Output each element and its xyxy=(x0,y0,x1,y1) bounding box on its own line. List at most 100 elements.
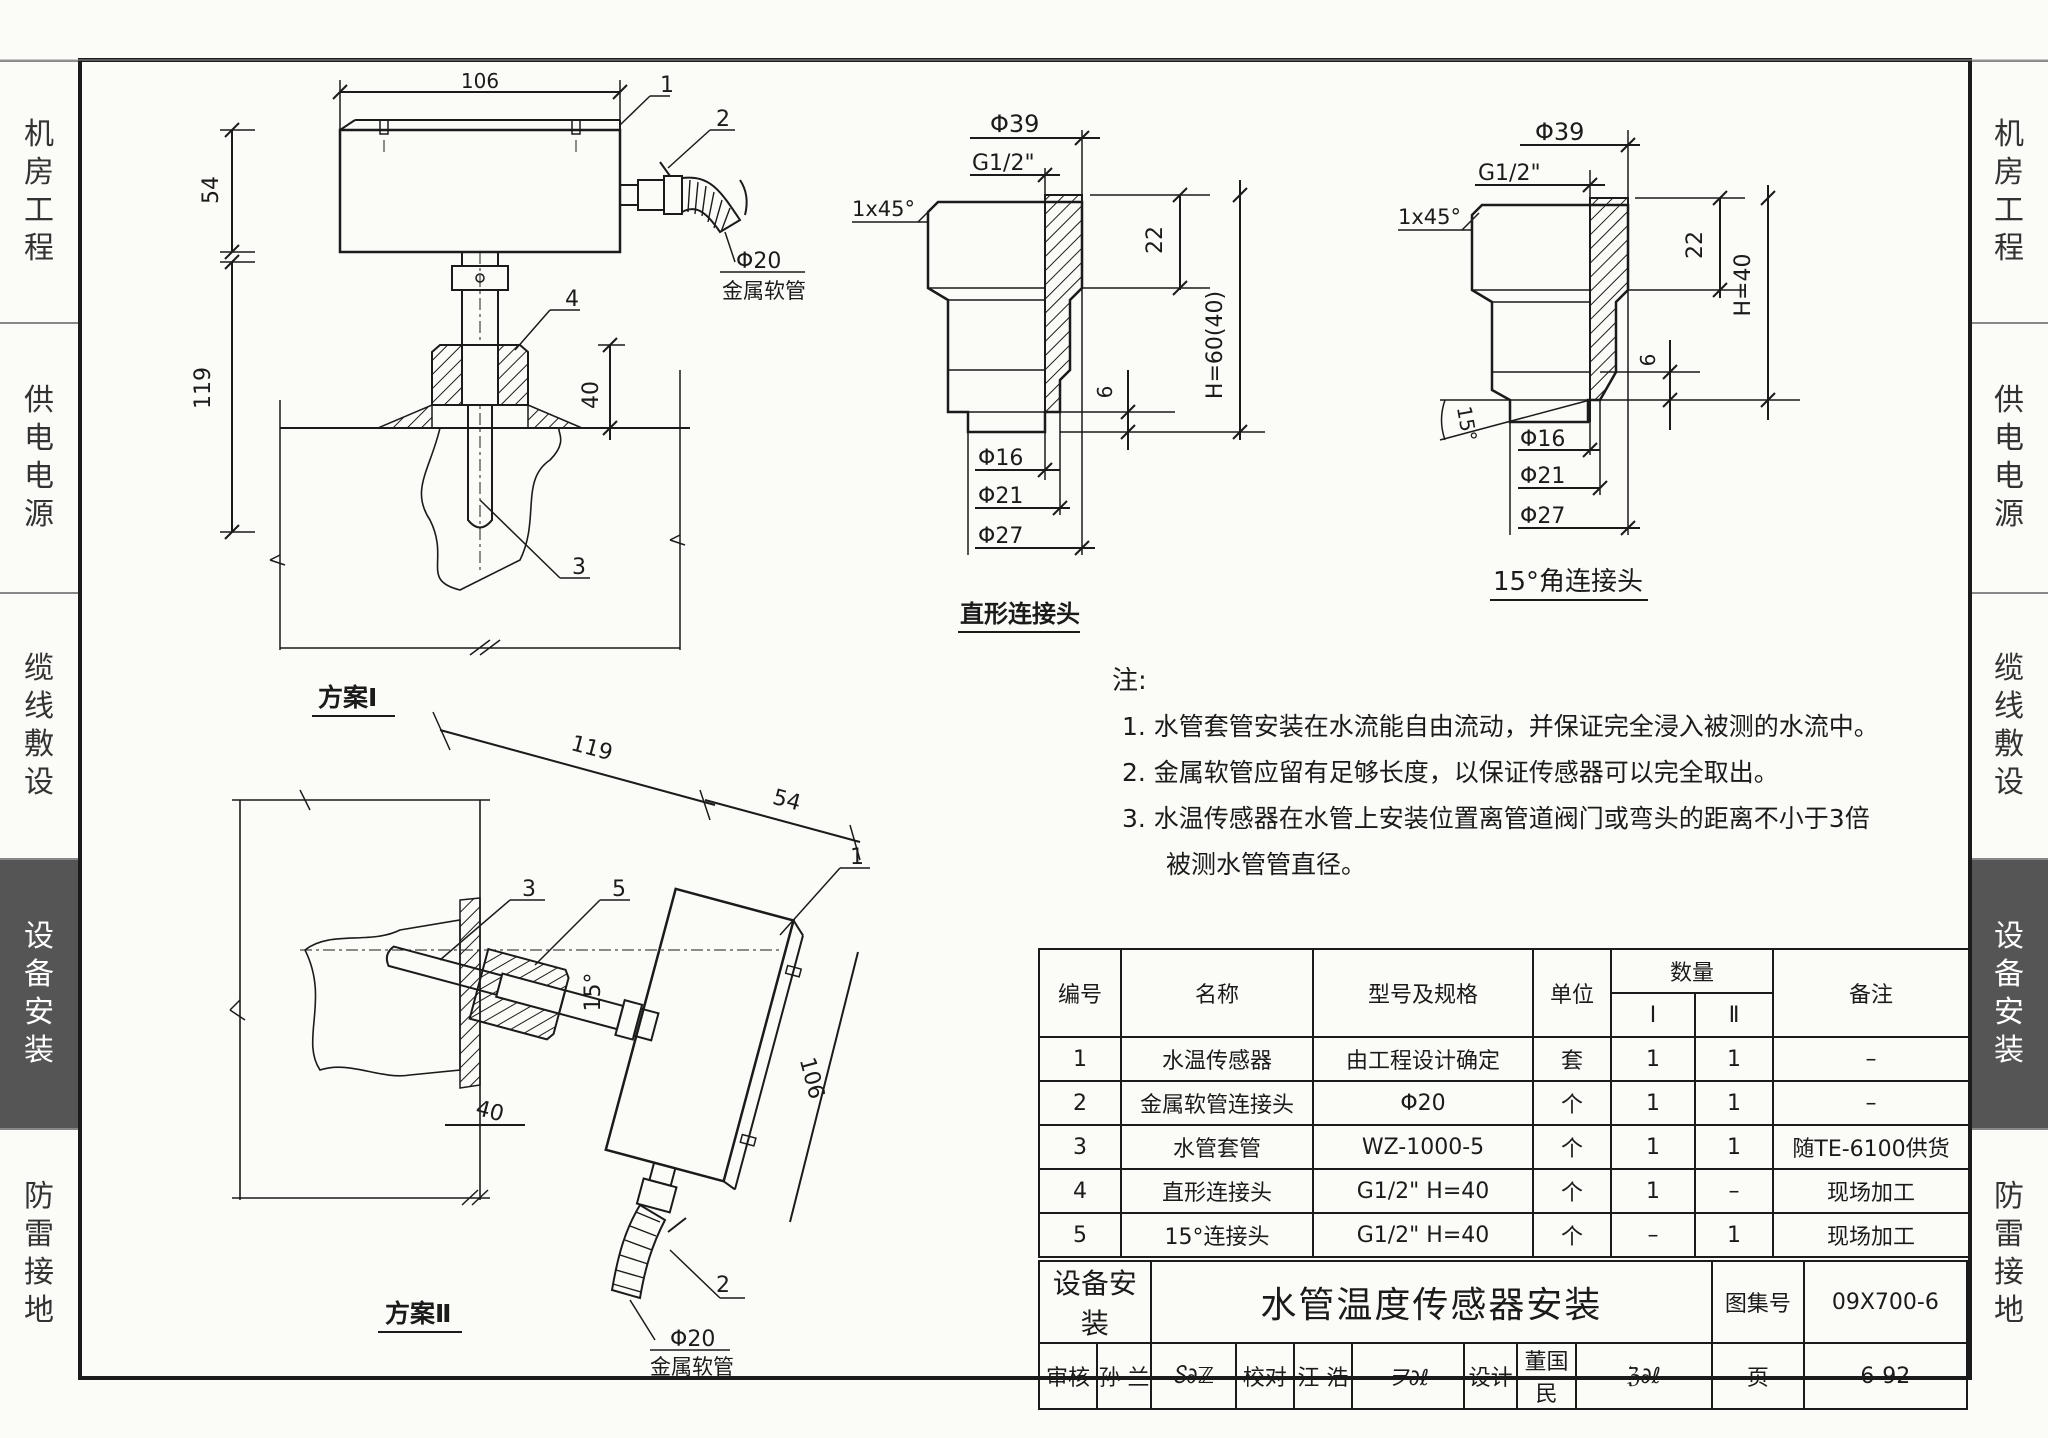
cell-q2: – xyxy=(1693,1168,1775,1214)
cell-remark: – xyxy=(1772,1080,1971,1126)
tb-page-label: 页 xyxy=(1711,1342,1805,1410)
scheme-2-drawing: 119 54 106 40 15° 3 5 1 2 Φ20 金属软管 方案Ⅱ xyxy=(229,711,870,1379)
sc-d21: Φ21 xyxy=(978,484,1023,509)
side-tab-char: 敷 xyxy=(24,727,54,762)
dim-54-s2: 54 xyxy=(770,785,804,816)
notes-title: 注: xyxy=(1112,666,1147,696)
side-tab-right-5[interactable]: 防雷接地 xyxy=(1970,1128,2048,1378)
cell-name: 水温传感器 xyxy=(1120,1036,1314,1082)
side-tab-left-2[interactable]: 供电电源 xyxy=(0,322,78,592)
cell-unit: 个 xyxy=(1532,1124,1612,1170)
dim-106: 106 xyxy=(461,69,499,93)
scheme-2-caption: 方案Ⅱ xyxy=(385,1299,451,1328)
tb-reviewer-signature: Ⴝ∂ℤ xyxy=(1149,1342,1237,1410)
cell-no: 2 xyxy=(1038,1080,1122,1126)
sc-d16: Φ16 xyxy=(978,446,1023,471)
side-tab-char: 设 xyxy=(1994,765,2024,800)
ac-h-step: 6 xyxy=(1636,354,1660,367)
tb-designer: 董国民 xyxy=(1516,1342,1577,1410)
side-tab-char: 电 xyxy=(24,459,54,494)
cell-spec: WZ-1000-5 xyxy=(1312,1124,1534,1170)
side-tab-char: 供 xyxy=(1994,383,2024,418)
side-tab-char: 地 xyxy=(24,1293,54,1328)
side-tab-left-1[interactable]: 机房工程 xyxy=(0,60,78,322)
cell-spec: 由工程设计确定 xyxy=(1312,1036,1534,1082)
callout-2-s2: 2 xyxy=(716,1273,730,1298)
side-tab-char: 源 xyxy=(1994,497,2024,532)
dim-54: 54 xyxy=(199,176,224,204)
tb-checker-signature: ヲ∂ℓ xyxy=(1351,1342,1465,1410)
cell-remark: 现场加工 xyxy=(1772,1168,1971,1214)
sc-h-step: 6 xyxy=(1093,386,1117,399)
straight-connector-drawing: Φ39 G1/2" 1x45° 22 H=60(40) 6 Φ16 xyxy=(852,110,1265,633)
callout-3: 3 xyxy=(572,555,586,580)
tb-page-no: 6-92 xyxy=(1802,1342,1969,1410)
side-tab-char: 工 xyxy=(24,193,54,228)
dim-40-s2: 40 xyxy=(473,1096,507,1127)
cell-spec: G1/2" H=40 xyxy=(1312,1168,1534,1214)
side-tab-left-5[interactable]: 防雷接地 xyxy=(0,1128,78,1378)
side-tab-char: 设 xyxy=(1994,919,2024,954)
cell-unit: 个 xyxy=(1532,1168,1612,1214)
side-tab-char: 雷 xyxy=(1994,1217,2024,1252)
sc-chamfer: 1x45° xyxy=(852,197,915,221)
cell-name: 直形连接头 xyxy=(1120,1168,1314,1214)
side-tab-char: 电 xyxy=(24,421,54,456)
callout-1-s2: 1 xyxy=(850,845,864,870)
side-tab-right-2[interactable]: 供电电源 xyxy=(1970,322,2048,592)
tb-atlas-no: 09X700-6 xyxy=(1802,1260,1969,1344)
cell-no: 5 xyxy=(1038,1212,1122,1258)
cell-name: 金属软管连接头 xyxy=(1120,1080,1314,1126)
cell-q1: 1 xyxy=(1610,1124,1696,1170)
side-tab-right-4[interactable]: 设备安装 xyxy=(1970,858,2048,1128)
side-tab-char: 防 xyxy=(1994,1179,2024,1214)
ac-d16: Φ16 xyxy=(1520,427,1565,452)
side-tab-char: 电 xyxy=(1994,459,2024,494)
cell-q1: 1 xyxy=(1610,1168,1696,1214)
side-tab-char: 工 xyxy=(1994,193,2024,228)
tb-reviewer: 孙 兰 xyxy=(1096,1342,1152,1410)
side-tab-char: 设 xyxy=(24,765,54,800)
sc-thread: G1/2" xyxy=(972,151,1035,176)
side-tab-char: 雷 xyxy=(24,1217,54,1252)
cell-spec: Φ20 xyxy=(1312,1080,1534,1126)
header-spec: 型号及规格 xyxy=(1312,948,1534,1038)
dim-119-s2: 119 xyxy=(568,731,615,766)
header-name: 名称 xyxy=(1120,948,1314,1038)
cell-no: 3 xyxy=(1038,1124,1122,1170)
side-tab-left-4[interactable]: 设备安装 xyxy=(0,858,78,1128)
ac-thread: G1/2" xyxy=(1478,161,1541,186)
note-item-3: 3. 水温传感器在水管上安装位置离管道阀门或弯头的距离不小于3倍 xyxy=(1122,804,1870,833)
side-tab-char: 房 xyxy=(1994,155,2024,190)
cell-q2: 1 xyxy=(1693,1036,1775,1082)
side-tab-right-1[interactable]: 机房工程 xyxy=(1970,60,2048,322)
side-tab-char: 接 xyxy=(1994,1255,2024,1290)
side-tab-char: 防 xyxy=(24,1179,54,1214)
side-tab-char: 装 xyxy=(24,1033,54,1068)
ac-h-total: H=40 xyxy=(1731,254,1756,317)
note-item-1: 1. 水管套管安装在水流能自由流动，并保证完全浸入被测的水流中。 xyxy=(1122,712,1879,741)
side-tab-char: 备 xyxy=(24,957,54,992)
header-qty: 数量 xyxy=(1609,948,1775,994)
cell-name: 15°连接头 xyxy=(1120,1212,1314,1258)
scheme-1-drawing: 106 54 119 xyxy=(191,69,806,717)
notes-block: 注: 1. 水管套管安装在水流能自由流动，并保证完全浸入被测的水流中。 2. 金… xyxy=(1112,658,1892,888)
cell-q2: 1 xyxy=(1693,1124,1775,1170)
callout-4: 4 xyxy=(565,287,579,312)
tb-title: 水管温度传感器安装 xyxy=(1149,1260,1714,1344)
angle-15-s2: 15° xyxy=(581,973,606,1012)
cell-q1: 1 xyxy=(1610,1036,1696,1082)
ac-angle: 15° xyxy=(1452,404,1482,443)
side-tab-left-3[interactable]: 缆线敷设 xyxy=(0,592,78,858)
side-tab-char: 电 xyxy=(1994,421,2024,456)
header-no: 编号 xyxy=(1038,948,1122,1038)
callout-1: 1 xyxy=(660,73,674,98)
side-tab-right-3[interactable]: 缆线敷设 xyxy=(1970,592,2048,858)
header-unit: 单位 xyxy=(1532,948,1612,1038)
header-q1: Ⅰ xyxy=(1610,992,1696,1038)
ac-d27: Φ27 xyxy=(1520,504,1565,529)
cell-spec: G1/2" H=40 xyxy=(1312,1212,1534,1258)
